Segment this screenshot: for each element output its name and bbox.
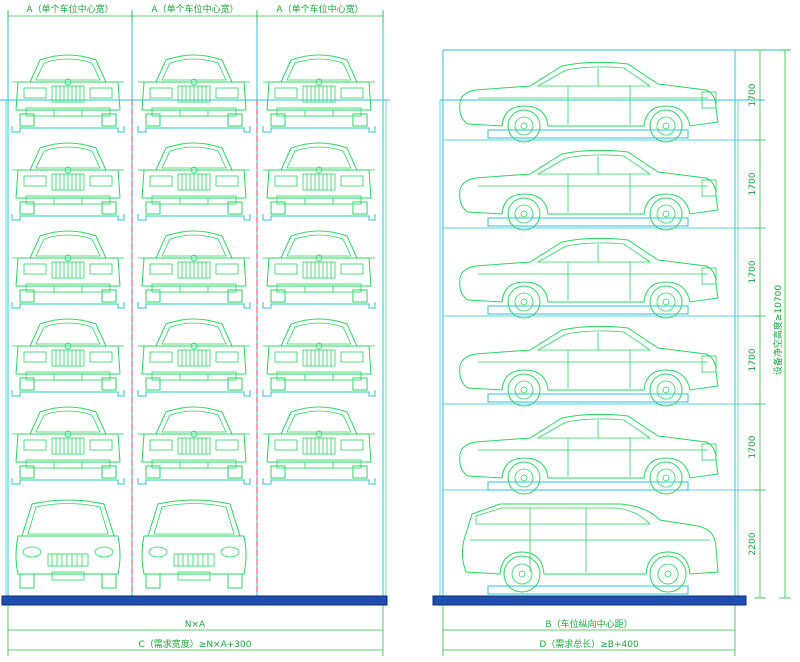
front-center-lines [131,100,258,598]
car-front-l4-c3 [262,318,376,391]
car-front-l2-c2 [137,142,251,215]
side-level-trays [487,129,689,595]
front-top-dimension: A（单个车位中心宽） A（单个车位中心宽） A（单个车位中心宽） [7,3,384,22]
column-label-2: A（单个车位中心宽） [151,3,238,15]
dim-b: B（车位纵向中心距） [545,618,632,630]
level-height-4: 1700 [748,348,758,371]
car-front-l6-c1 [15,499,121,589]
car-front-l1-c2 [137,54,251,127]
side-view: 1700 1700 1700 1700 1700 2200 设备净空高度≥107… [432,49,791,656]
level-height-2: 1700 [748,172,758,195]
front-view: A（单个车位中心宽） A（单个车位中心宽） A（单个车位中心宽） N×A C（需… [0,3,390,656]
car-front-l2-c1 [11,142,125,215]
side-total-height-dimension: 设备净空高度≥10700 [772,49,791,599]
dim-total-length: D（需求总长）≥B+400 [539,638,639,650]
car-front-l1-c1 [11,54,125,127]
front-bottom-dimensions: N×A C（需求宽度）≥N×A+300 [7,605,384,656]
front-level-trays [11,126,376,485]
column-label-3: A（单个车位中心宽） [276,3,363,15]
level-height-5: 1700 [748,435,758,458]
car-front-l3-c3 [262,230,376,303]
side-bottom-dimensions: B（车位纵向中心距） D（需求总长）≥B+400 [442,605,736,656]
total-height-label: 设备净空高度≥10700 [772,285,784,375]
car-front-l3-c2 [137,230,251,303]
level-height-1: 1700 [748,83,758,106]
dim-total-width: C（需求宽度）≥N×A+300 [139,638,252,650]
side-frame [439,49,790,598]
car-front-l2-c3 [262,142,376,215]
car-front-l4-c1 [11,318,125,391]
level-height-3: 1700 [748,260,758,283]
car-side-l6 [461,503,719,593]
dim-nxa: N×A [185,620,206,630]
car-front-l5-c1 [11,406,125,479]
car-front-l3-c1 [11,230,125,303]
side-cars [459,61,719,593]
front-cars [11,54,376,589]
column-label-1: A（单个车位中心宽） [26,3,113,15]
side-foundation [432,595,747,606]
car-front-l5-c2 [137,406,251,479]
car-front-l5-c3 [262,406,376,479]
level-height-6: 2200 [748,532,758,555]
car-front-l4-c2 [137,318,251,391]
front-foundation [1,595,388,606]
car-front-l6-c2 [141,499,247,589]
car-front-l1-c3 [262,54,376,127]
side-level-dimensions: 1700 1700 1700 1700 1700 2200 [748,49,766,599]
